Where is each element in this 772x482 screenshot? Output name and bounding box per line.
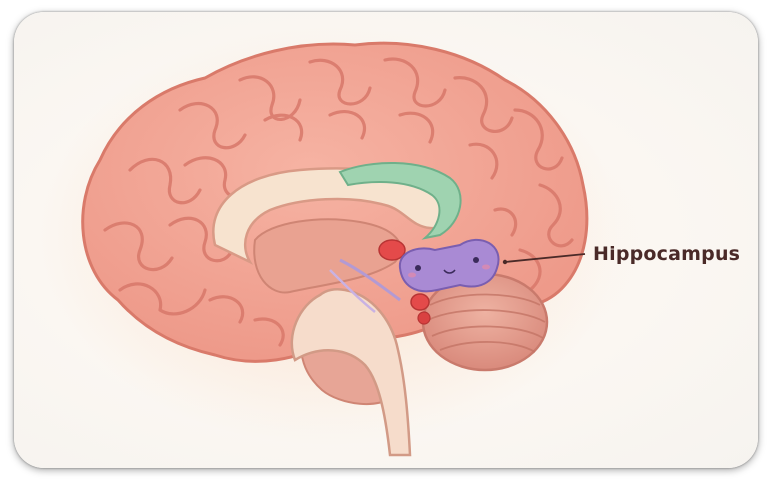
amygdala-small (418, 312, 430, 324)
hippocampus-eye-left (415, 265, 421, 271)
amygdala-lower (411, 294, 429, 310)
hippocampus-eye-right (473, 257, 479, 263)
hippocampus-label: Hippocampus (593, 243, 740, 265)
hippocampus-cheek-right (482, 265, 490, 270)
hippocampus-cheek-left (408, 273, 416, 278)
hippocampus-leader-dot (503, 260, 507, 264)
amygdala-upper (379, 240, 405, 260)
